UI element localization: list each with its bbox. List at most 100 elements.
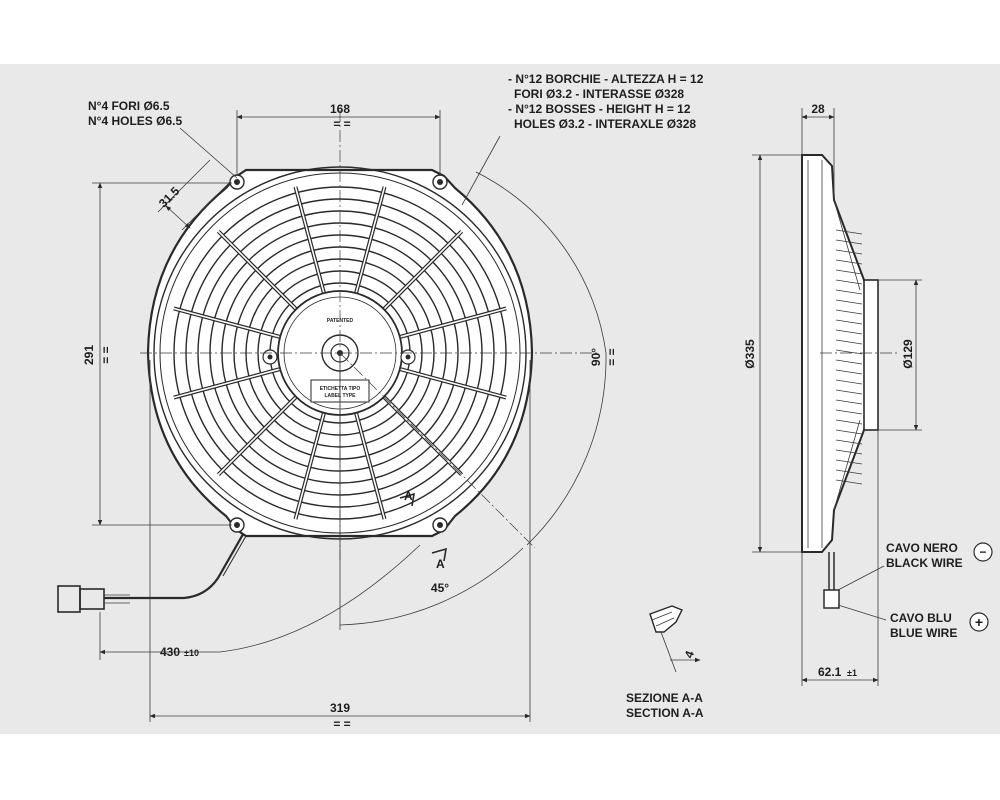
grille-spoke-highlight [355,186,386,294]
diagonal-centerline [339,352,536,549]
symmetry-mark: = = [99,346,113,363]
side-fin [835,459,863,465]
mounting-holes [229,174,448,533]
grille-spoke-highlight [294,412,325,520]
extension-line [157,159,211,213]
mounting-hole-center [234,179,240,185]
dimension-line-31-5 [165,205,191,229]
note-bosses-it: - N°12 BORCHIE - ALTEZZA H = 12 [508,72,704,86]
note-blue-wire-it: CAVO BLU [890,611,952,625]
section-thickness: 4 [682,649,698,660]
motor-body [863,279,879,431]
front-view: ETICHETTA TIPO LABEL TYPE PATENTED [57,110,607,630]
side-fin [835,379,863,385]
dimension-129: Ø129 [901,339,915,369]
symmetry-mark: = = [333,717,350,731]
side-fin [835,279,863,285]
side-fin [835,419,863,425]
section-arrow [431,547,447,562]
dimension-line-430 [99,544,421,655]
note-bosses-en-2: HOLES Ø3.2 - INTERAXLE Ø328 [514,117,696,131]
grille-spoke-highlight [173,368,281,399]
angle-arc-90 [475,171,607,354]
side-fin [835,329,863,335]
side-fin [835,399,863,405]
side-fin [835,439,863,445]
side-fin [835,259,863,265]
side-fin [835,369,863,375]
dimension-28: 28 [811,102,825,116]
section-hatch [651,611,675,627]
dimension-168: 168 [330,102,350,116]
side-fin [835,389,863,395]
grille-spoke-highlight [355,412,386,520]
positive-terminal-symbol [969,612,989,632]
symmetry-mark: = = [605,348,619,365]
grille-spoke-highlight [399,307,507,338]
side-fin [835,289,863,295]
note-black-wire-en: BLACK WIRE [886,556,963,570]
side-fin [835,229,863,235]
dimension-62-1: 62.1 [818,665,842,679]
dimension-335: Ø335 [743,339,757,369]
side-fin [835,249,863,255]
minus-sign: − [979,545,986,559]
angle-45: 45° [431,581,449,595]
side-fin [835,269,863,275]
section-letter: A [436,557,445,571]
grille-spoke-highlight [217,396,297,476]
section-arrow [399,492,415,507]
angle-90: 90° [589,348,603,366]
negative-terminal-symbol [973,542,993,562]
dimension-62-1-tolerance: ±1 [847,668,857,678]
drawing-sheet: ETICHETTA TIPO LABEL TYPE PATENTED 168 =… [0,64,1000,734]
section-leader [660,631,677,673]
leader-bosses [461,135,501,206]
section-letter: A [404,489,413,503]
grille-spoke-highlight [399,368,507,399]
side-frame-taper [833,199,861,511]
front-view-dimensions: 168 = = 31.5 291 = = 90° = = 45° 430 ±10… [82,102,619,731]
grille-spoke-highlight [294,186,325,294]
side-fin [835,359,863,365]
side-fin [835,309,863,315]
note-holes-en: N°4 HOLES Ø6.5 [88,114,182,128]
mounting-hole-center [234,522,240,528]
side-fin [835,429,863,435]
angle-arc-90-lower [526,352,607,546]
side-fin [835,409,863,415]
side-fin [835,349,863,355]
dimension-291: 291 [82,345,96,365]
note-bosses-it-2: FORI Ø3.2 - INTERASSE Ø328 [514,87,684,101]
dimension-319: 319 [330,701,350,715]
side-fin [835,449,863,455]
cable [104,427,301,600]
side-fin [835,469,863,475]
plus-sign: + [975,614,983,630]
connector-cap [79,588,105,610]
dimension-430-tolerance: ±10 [184,648,199,658]
mounting-hole-center [437,179,443,185]
note-holes-it: N°4 FORI Ø6.5 [88,99,170,113]
technical-drawing: ETICHETTA TIPO LABEL TYPE PATENTED 168 =… [0,64,1000,734]
leader-black-wire [837,565,885,591]
mounting-hole-center [437,522,443,528]
side-fin [835,339,863,345]
side-fin [835,319,863,325]
wire-terminal [823,589,840,609]
note-bosses-en: - N°12 BOSSES - HEIGHT H = 12 [508,102,691,116]
leader-holes [179,127,238,179]
note-black-wire-it: CAVO NERO [886,541,958,555]
note-blue-wire-en: BLUE WIRE [890,626,957,640]
grille-spoke-highlight [383,230,463,310]
side-fin [835,239,863,245]
angle-arc-45 [339,547,524,626]
grille-spoke-highlight [217,230,297,310]
dimension-430: 430 [160,645,180,659]
side-fin [835,479,863,485]
section-a-a-view: 4 SEZIONE A-A SECTION A-A [626,605,704,720]
hub-screw-center [267,354,273,360]
side-fin [835,299,863,305]
symmetry-mark: = = [333,117,350,131]
side-view: 28 Ø335 Ø129 62.1 ±1 [743,102,922,686]
